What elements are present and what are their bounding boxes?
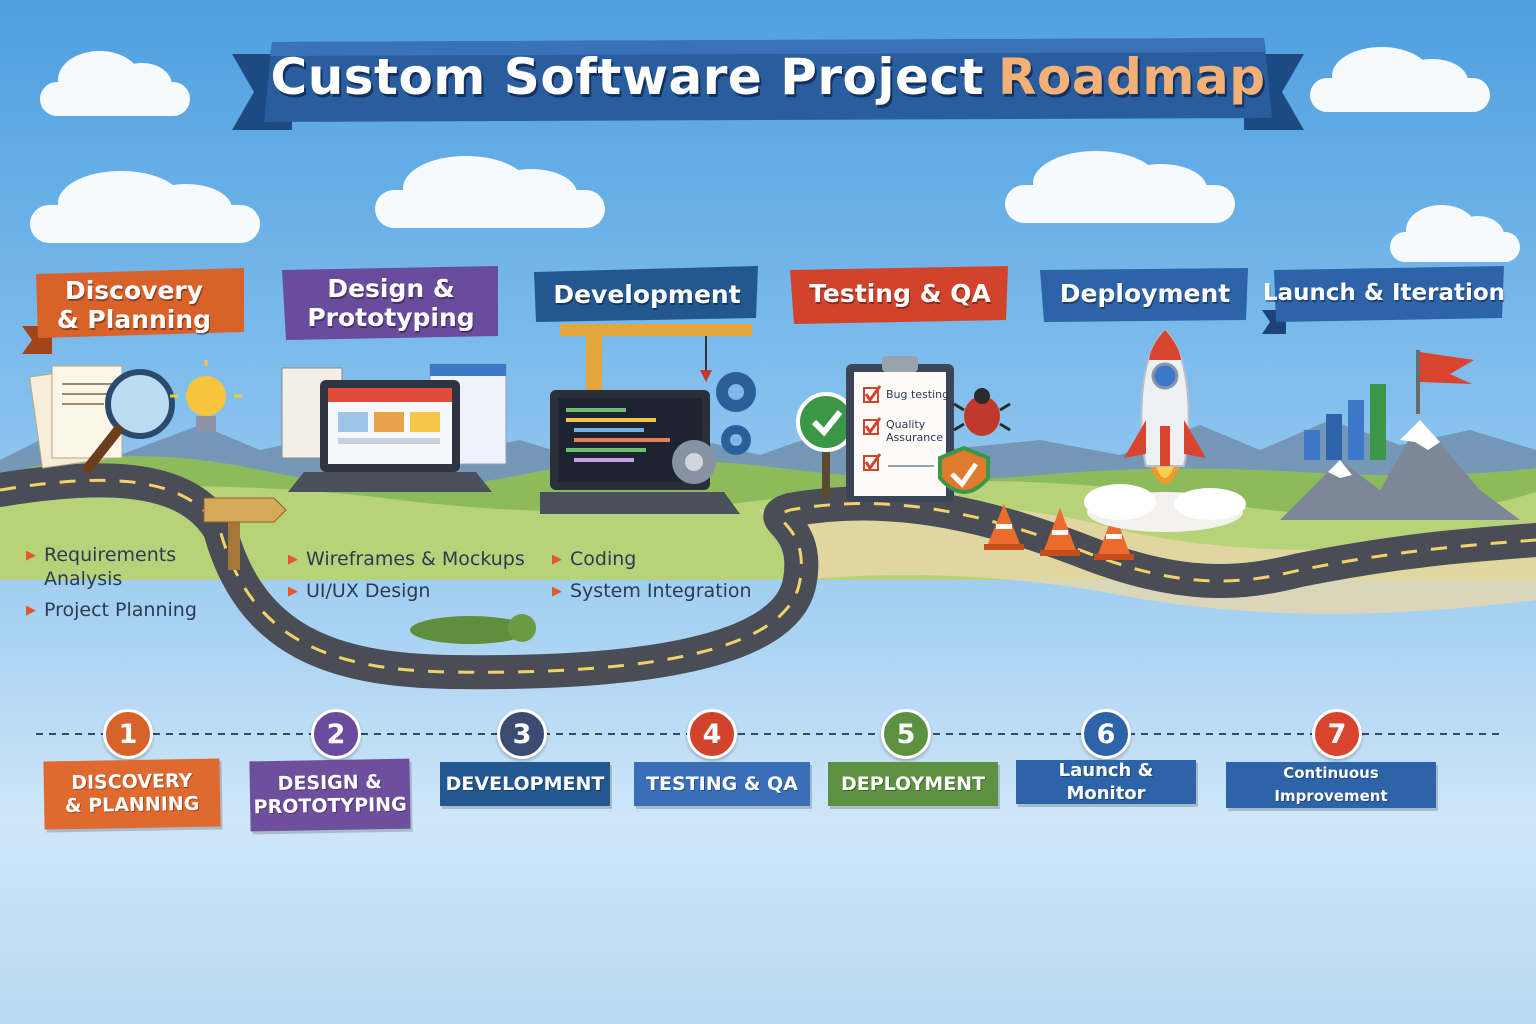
bullet-item: ▶ Requirements Analysis [26,543,206,591]
bullet-text: System Integration [570,580,752,602]
step-number: 7 [1312,709,1362,759]
phase-label: Design & [327,274,455,303]
bullet-text: Project Planning [44,599,197,621]
triangle-right-icon: ▶ [552,552,562,567]
bullets-design: ▶ Wireframes & Mockups ▶ UI/UX Design [288,547,528,611]
signpost-icon [203,497,287,570]
step-number: 5 [881,709,931,759]
step-label-deployment: DEPLOYMENT [828,762,998,806]
page-title: Custom Software Project Roadmap [232,34,1304,120]
cloud [375,155,605,228]
triangle-right-icon: ▶ [26,603,36,618]
phase-label: Development [553,279,741,309]
phase-banner-deployment: Deployment [1040,266,1250,328]
phase-banner-design: Design & Prototyping [282,266,500,344]
phase-banner-discovery: Discovery & Planning [22,266,246,358]
clipboard-item: Bug testing [886,388,950,401]
step-label-text: PROTOTYPING [253,793,407,819]
rocket-icon [1084,328,1246,532]
bullet-item: ▶ Wireframes & Mockups [288,547,528,572]
bullet-item: ▶ Project Planning [26,598,206,623]
title-main: Custom Software Project [270,48,984,106]
step-label-launch: Launch & Monitor [1016,760,1196,804]
code-laptop-icon [540,324,756,514]
step-label-text: Launch & Monitor [1058,760,1154,804]
bullet-text: Wireframes & Mockups [306,548,525,570]
step-label-testing: TESTING & QA [634,762,810,806]
phase-label: Deployment [1059,278,1231,308]
title-banner: Custom Software Project Roadmap [232,34,1304,140]
magnifier-icon [29,360,242,473]
step-label-design: DESIGN & PROTOTYPING [249,758,411,832]
phase-label: & Planning [56,305,212,334]
step-label-text: DISCOVERY [71,769,193,795]
bullet-text: Coding [570,548,637,570]
bullets-development: ▶ Coding ▶ System Integration [552,547,752,611]
triangle-right-icon: ▶ [26,548,36,563]
bullet-text: Requirements Analysis [44,544,177,590]
traffic-cones [984,504,1134,560]
step-number: 2 [311,709,361,759]
bullet-item: ▶ Coding [552,547,752,572]
cloud [1390,205,1520,262]
clipboard-items: Bug testing Quality Assurance [886,388,956,444]
phase-label: Discovery [64,276,204,305]
step-number: 1 [103,709,153,759]
clipboard-item: Quality Assurance [886,418,944,444]
cloud [30,170,260,243]
bullet-item: ▶ System Integration [552,579,752,604]
step-number: 6 [1081,709,1131,759]
step-label-text: TESTING & QA [646,772,798,795]
triangle-right-icon: ▶ [288,584,298,599]
step-label-text: & PLANNING [64,792,200,818]
bullet-text: UI/UX Design [306,580,431,602]
phase-banner-development: Development [534,266,760,328]
bullets-discovery: ▶ Requirements Analysis ▶ Project Planni… [26,543,206,630]
bullet-item: ▶ UI/UX Design [288,579,528,604]
timeline-line [36,733,1500,735]
step-label-improvement: Continuous Improvement [1226,762,1436,808]
cloud [40,51,190,116]
triangle-right-icon: ▶ [288,552,298,567]
cloud [1310,47,1490,112]
step-label-text: DESIGN & [277,771,383,795]
step-label-text: DEPLOYMENT [840,772,986,795]
phase-label: Prototyping [307,303,475,332]
title-accent: Roadmap [997,48,1266,106]
phase-label: Testing & QA [809,278,991,308]
cloud [1005,150,1235,223]
laptop-wireframe-icon [281,363,507,492]
step-number: 4 [687,709,737,759]
phase-banner-testing: Testing & QA [790,266,1010,328]
phase-banner-launch: Launch & Iteration [1262,266,1506,338]
step-label-text: DEVELOPMENT [445,772,605,795]
step-label-development: DEVELOPMENT [440,762,610,806]
step-number: 3 [497,709,547,759]
clipboard-check-icon [796,356,1011,502]
step-label-discovery: DISCOVERY & PLANNING [43,758,221,830]
flag-mountain-icon [1304,350,1474,460]
step-label-text: Continuous Improvement [1274,764,1388,805]
triangle-right-icon: ▶ [552,584,562,599]
phase-label: Launch & Iteration [1262,279,1506,306]
